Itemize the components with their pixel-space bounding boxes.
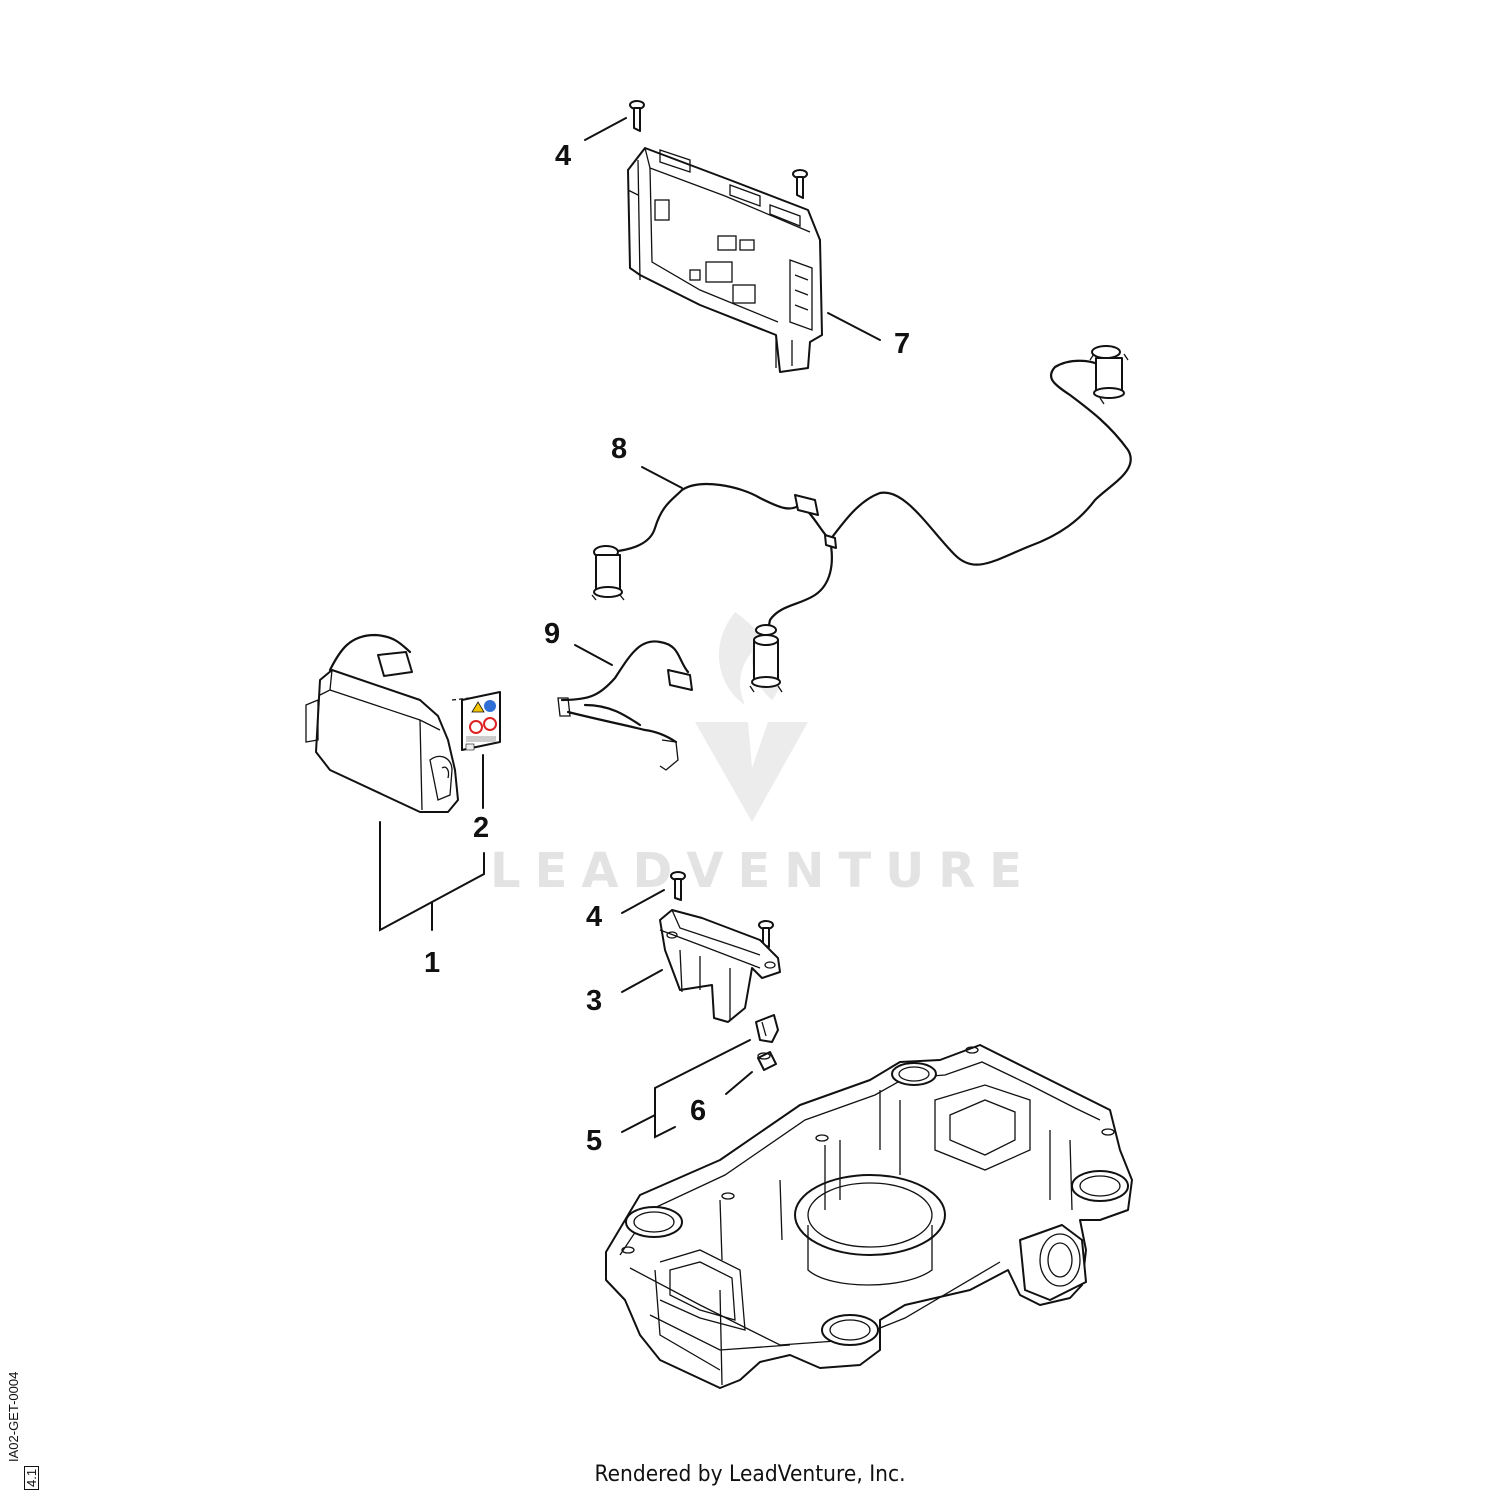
callout-5[interactable]: 5: [586, 1125, 602, 1157]
callout-2[interactable]: 2: [473, 812, 489, 844]
watermark-text: LEADVENTURE: [490, 843, 1036, 899]
part-5-clip[interactable]: [755, 1014, 779, 1043]
callout-1[interactable]: 1: [424, 947, 440, 979]
part-9-harness[interactable]: [557, 640, 693, 771]
prohibition-icon: [483, 717, 497, 731]
screw-icon: [758, 920, 774, 948]
mower-chassis: [605, 1044, 1133, 1389]
leadventure-watermark: LEADVENTURE: [490, 612, 1036, 899]
wheel-sensor-icon: [1089, 345, 1129, 405]
callout-8[interactable]: 8: [611, 433, 627, 465]
screw-icon: [792, 169, 808, 199]
callout-9[interactable]: 9: [544, 618, 560, 650]
watermark-v-icon: [695, 722, 808, 822]
connector-icon: [377, 651, 413, 677]
part-3-bracket[interactable]: [659, 871, 781, 1023]
connector-icon: [824, 534, 837, 549]
wheel-sensor-icon: [591, 545, 625, 601]
part-7-control-module[interactable]: [627, 100, 823, 373]
footer-credit: Rendered by LeadVenture, Inc.: [594, 1462, 906, 1487]
part-1-battery-pack[interactable]: [305, 633, 459, 813]
connector-icon: [794, 494, 819, 516]
part-8-sensor-harness[interactable]: [591, 345, 1132, 693]
screw-icon: [670, 871, 686, 901]
part-2-warning-label[interactable]: [451, 691, 501, 751]
warning-triangle-icon: [471, 701, 485, 713]
connector-icon: [667, 669, 693, 691]
wheel-sensor-icon: [749, 624, 783, 693]
leader-lines: [379, 117, 881, 1139]
callout-6[interactable]: 6: [690, 1095, 706, 1127]
prohibition-icon: [469, 720, 483, 734]
callout-4-bottom[interactable]: 4: [586, 901, 602, 933]
callout-labels: 4 7 8 9 2 1 4 3 6 5: [424, 140, 910, 1157]
info-circle-icon: [484, 700, 496, 712]
sheet-number: 4.1: [24, 1465, 39, 1490]
callout-3[interactable]: 3: [586, 985, 602, 1017]
callout-7[interactable]: 7: [894, 328, 910, 360]
part-6-sleeve[interactable]: [757, 1051, 777, 1071]
callout-4-top[interactable]: 4: [555, 140, 571, 172]
illustration-code: IA02-GET-0004: [6, 1371, 21, 1462]
screw-icon: [629, 100, 645, 132]
